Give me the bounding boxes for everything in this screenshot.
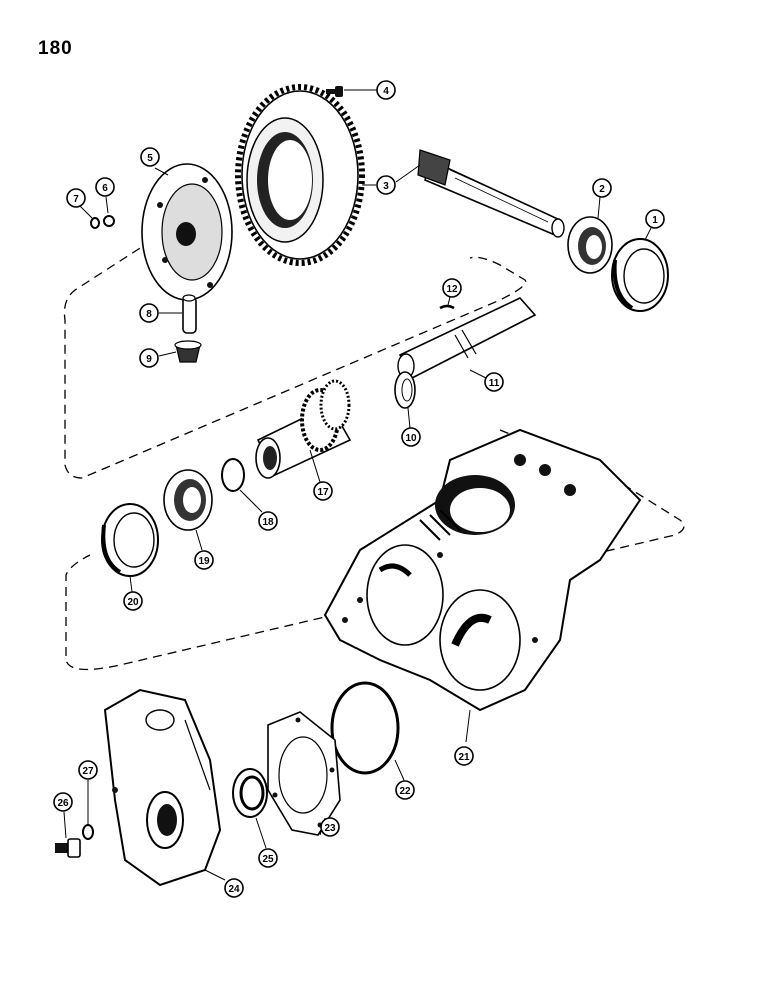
part-7-washer — [90, 217, 100, 229]
callout-20: 20 — [123, 591, 143, 611]
svg-text:20: 20 — [127, 597, 139, 608]
svg-text:8: 8 — [146, 309, 152, 320]
callout-22: 22 — [395, 780, 415, 800]
svg-text:5: 5 — [147, 153, 153, 164]
dashed-group-outline-upper — [63, 231, 527, 479]
callout-1: 1 — [645, 209, 665, 229]
part-20-bearing-cup — [101, 503, 159, 577]
svg-text:11: 11 — [489, 378, 500, 389]
svg-text:25: 25 — [262, 854, 274, 865]
part-2-bearing-cone — [567, 216, 613, 274]
svg-text:3: 3 — [383, 181, 389, 192]
part-26-bolt — [55, 838, 81, 858]
callout-3: 3 — [376, 175, 396, 195]
svg-text:7: 7 — [73, 194, 79, 205]
callout-11: 11 — [484, 372, 504, 392]
part-11-shaft — [397, 297, 537, 380]
part-23-gasket — [267, 711, 341, 836]
part-27-lock-washer — [82, 824, 94, 840]
callout-5: 5 — [140, 147, 160, 167]
svg-text:26: 26 — [57, 798, 69, 809]
svg-text:6: 6 — [102, 183, 108, 194]
callout-18: 18 — [258, 511, 278, 531]
svg-text:22: 22 — [399, 786, 411, 797]
callout-7: 7 — [66, 188, 86, 208]
callout-4: 4 — [376, 80, 396, 100]
callout-17: 17 — [313, 481, 333, 501]
part-4-screw — [326, 86, 343, 97]
part-25-seal — [232, 768, 268, 818]
part-19-bearing-cone — [163, 469, 213, 531]
part-22-o-ring — [330, 681, 400, 775]
callout-19: 19 — [194, 550, 214, 570]
svg-text:17: 17 — [317, 487, 329, 498]
callout-23: 23 — [320, 817, 340, 837]
callout-9: 9 — [139, 348, 159, 368]
callout-24: 24 — [224, 878, 244, 898]
svg-text:27: 27 — [82, 766, 94, 777]
part-9-pinion-gear — [174, 340, 202, 363]
part-3-ring-gear — [235, 84, 365, 266]
part-10-thrust-washer — [394, 371, 416, 409]
leader-lines — [63, 89, 652, 881]
page-number: 180 — [38, 38, 73, 59]
part-24-bearing-housing — [103, 688, 222, 887]
callout-8: 8 — [139, 303, 159, 323]
svg-text:2: 2 — [599, 184, 605, 195]
svg-text:24: 24 — [228, 884, 240, 895]
part-12-key — [439, 304, 455, 310]
part-18-snap-ring — [221, 458, 245, 492]
dashed-group-outline-lower — [65, 429, 685, 671]
callout-27: 27 — [78, 760, 98, 780]
svg-text:1: 1 — [652, 215, 658, 226]
svg-text:19: 19 — [198, 556, 210, 567]
callout-6: 6 — [95, 177, 115, 197]
svg-text:23: 23 — [324, 823, 336, 834]
svg-text:21: 21 — [458, 752, 470, 763]
part-6-nut — [103, 215, 115, 227]
part-21-housing — [323, 428, 642, 712]
part-3-pinion-shaft — [417, 149, 565, 238]
part-8-pin — [182, 294, 197, 334]
callout-2: 2 — [592, 178, 612, 198]
svg-text:4: 4 — [383, 86, 389, 97]
callout-25: 25 — [258, 848, 278, 868]
callout-21: 21 — [454, 746, 474, 766]
part-17-splined-hub — [255, 379, 352, 479]
part-5-differential-case — [141, 163, 233, 301]
callout-10: 10 — [401, 427, 421, 447]
svg-text:12: 12 — [446, 284, 458, 295]
svg-text:9: 9 — [146, 354, 152, 365]
callout-26: 26 — [53, 792, 73, 812]
svg-text:10: 10 — [405, 433, 417, 444]
svg-text:18: 18 — [262, 517, 274, 528]
part-1-bearing-cup — [611, 238, 669, 312]
callout-12: 12 — [442, 278, 462, 298]
